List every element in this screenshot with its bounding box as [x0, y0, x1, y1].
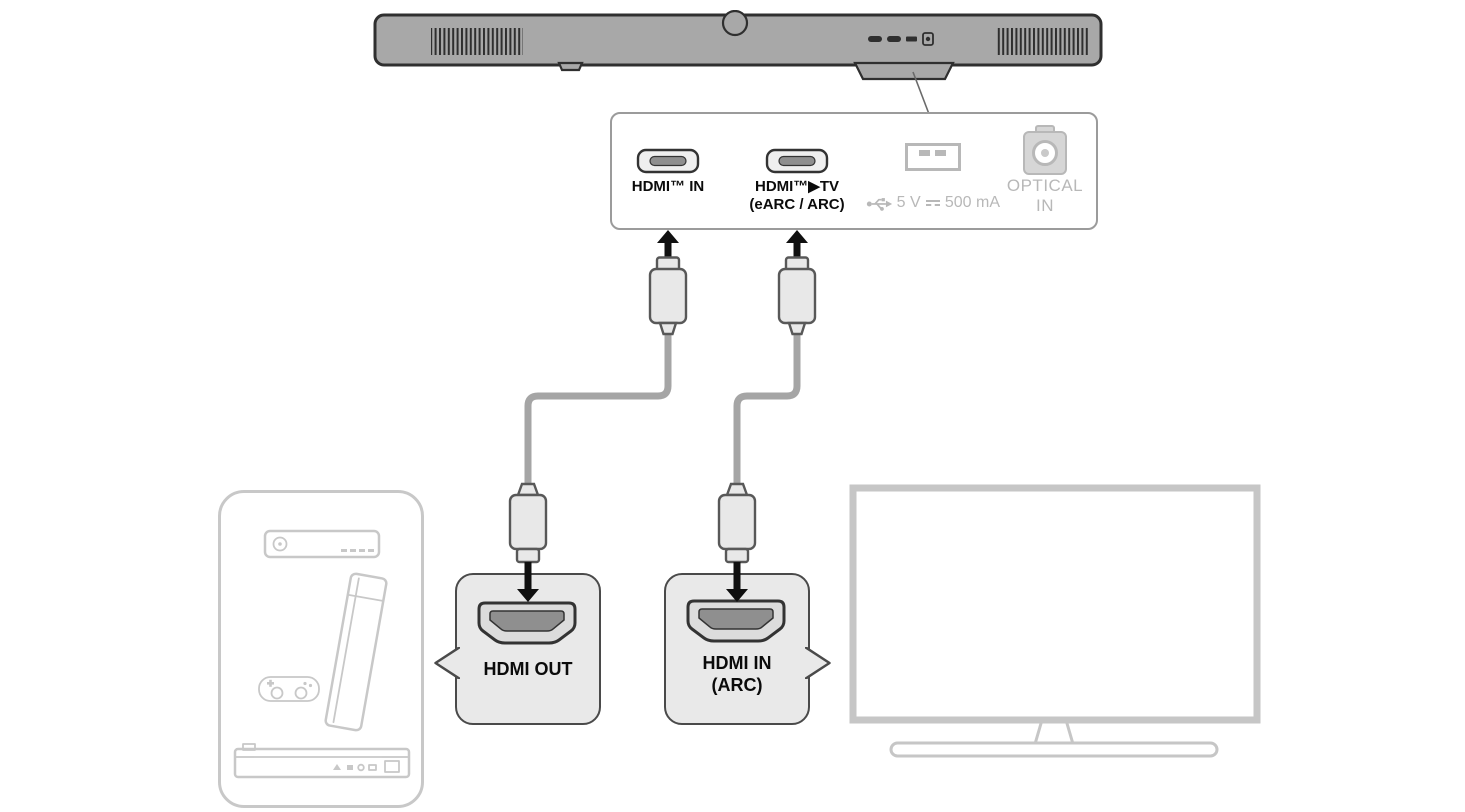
hdmi-tv-port-label: HDMI™▶TV	[754, 178, 840, 195]
up-arrow-icon	[786, 230, 808, 258]
optical-port-label-line1: OPTICAL	[1006, 176, 1084, 195]
hdmi-in-port-icon	[636, 148, 700, 174]
source-devices-box	[218, 490, 424, 808]
set-top-box-icon	[263, 529, 381, 559]
callout-tail-right	[805, 647, 831, 679]
optical-port-small-icon	[922, 32, 934, 46]
hdmi-plug-icon	[777, 256, 817, 336]
right-speaker-grille	[996, 28, 1088, 55]
rear-ports-cluster	[868, 32, 934, 46]
down-arrow-icon	[517, 562, 539, 602]
hdmi-tv-port-small-icon	[887, 36, 901, 42]
disc-player-icon	[233, 743, 411, 779]
callout-tail-left	[434, 647, 460, 679]
usb-caption: 5 V 500 mA	[866, 194, 1000, 212]
connection-bay-notch	[853, 61, 955, 81]
hdmi-in-arc-label-line2: (ARC)	[711, 675, 763, 695]
tv-icon	[849, 484, 1261, 758]
usb-current-text: 500 mA	[944, 194, 1000, 211]
tv-stand-base	[889, 741, 1219, 758]
usb-voltage-text: 5 V	[896, 194, 921, 211]
tv-screen	[849, 484, 1261, 724]
hdmi-tv-port-sublabel: (eARC / ARC)	[749, 196, 845, 213]
usb-port-small-icon	[906, 36, 917, 42]
hdmi-tv-port-icon	[765, 148, 829, 174]
usb-port-icon	[905, 143, 961, 171]
optical-port-label-line2: IN	[1036, 196, 1054, 215]
callout-leader-line	[912, 71, 930, 115]
up-arrow-icon	[657, 230, 679, 258]
hdmi-plug-icon	[508, 482, 548, 564]
soundbar-top-knob	[721, 10, 749, 37]
soundbar-foot-notch	[557, 61, 584, 72]
game-controller-icon	[258, 676, 320, 702]
optical-port-small-dot	[925, 36, 931, 42]
down-arrow-icon	[726, 562, 748, 602]
hdmi-receptacle-icon	[686, 599, 786, 643]
hdmi-receptacle-icon	[477, 601, 577, 645]
cable-line	[524, 332, 672, 486]
hdmi-in-arc-callout: HDMI IN (ARC)	[664, 573, 831, 725]
optical-port-icon	[1023, 125, 1067, 175]
dc-symbol-icon	[925, 199, 940, 207]
tv-stand-neck	[1033, 718, 1075, 746]
soundbar-graphic	[373, 10, 1103, 81]
hdmi-cable-right	[717, 256, 817, 564]
hdmi-out-label: HDMI OUT	[483, 659, 573, 679]
left-speaker-grille	[431, 28, 523, 55]
hdmi-plug-icon	[717, 482, 757, 564]
game-console-icon	[258, 572, 388, 732]
hdmi-in-port-small-icon	[868, 36, 882, 42]
hdmi-in-arc-label-line1: HDMI IN	[702, 653, 772, 673]
cable-line	[733, 332, 801, 486]
hdmi-cable-left	[508, 256, 688, 564]
hdmi-plug-icon	[648, 256, 688, 336]
ports-zoom-panel: HDMI™ IN HDMI™▶TV (eARC / ARC) 5 V	[610, 112, 1098, 230]
usb-symbol-icon	[866, 197, 893, 211]
hdmi-in-port-label: HDMI™ IN	[631, 178, 705, 195]
